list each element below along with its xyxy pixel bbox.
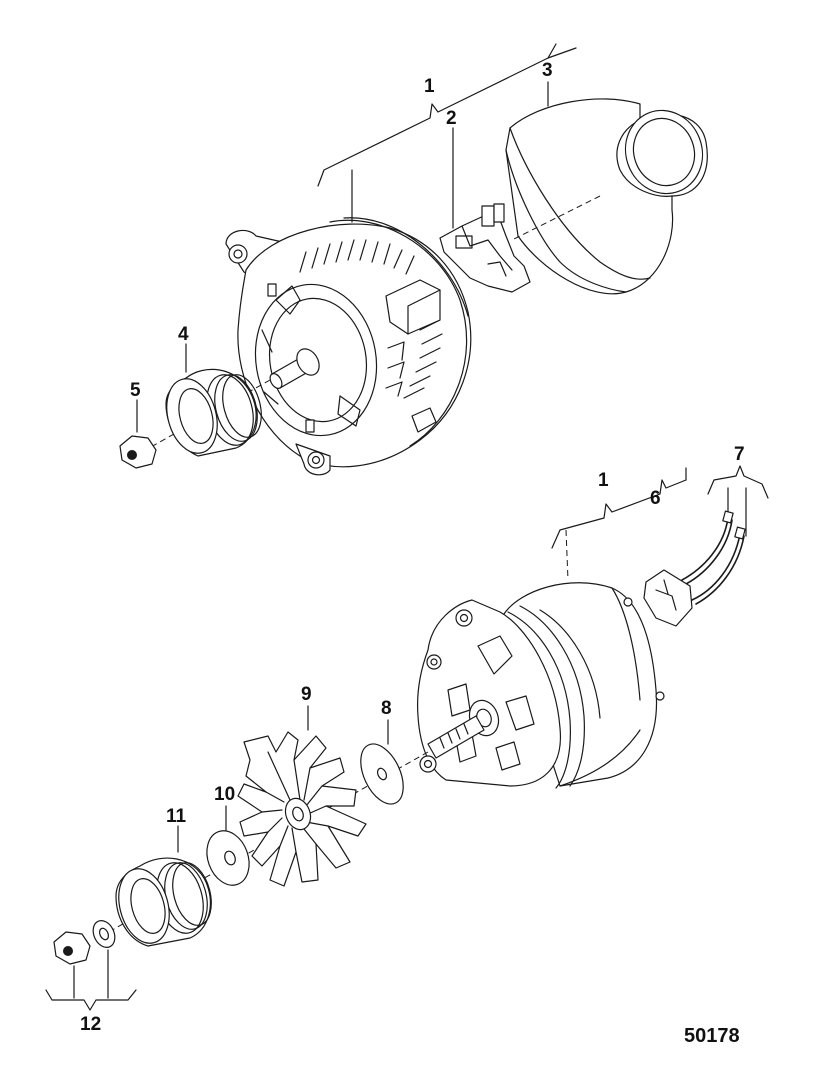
- figure-number: 50178: [684, 1025, 740, 1047]
- callout-3: 3: [542, 60, 553, 81]
- cooling-fan: [237, 731, 367, 887]
- callout-labels: 1 2 3 4 5 1 6 7 8 9 10 11 12 50178: [80, 60, 745, 1047]
- callout-1-lower: 1: [598, 470, 609, 491]
- lower-assembly-bracket: [551, 467, 687, 581]
- callout-1-upper: 1: [424, 76, 435, 97]
- wire-harness-bracket: [707, 465, 769, 537]
- callout-12: 12: [80, 1014, 101, 1035]
- callout-11: 11: [166, 806, 187, 827]
- alternator-lower: [417, 582, 665, 789]
- hardware-bracket: [45, 949, 137, 1011]
- washer-part-8: [360, 743, 404, 805]
- callout-9: 9: [301, 684, 312, 705]
- upper-leader-lines: [136, 81, 549, 433]
- voltage-regulator: [439, 203, 531, 293]
- nut-upper: [119, 435, 157, 469]
- callout-5: 5: [130, 380, 141, 401]
- spacer-part-10: [206, 830, 250, 886]
- callout-4: 4: [178, 324, 189, 345]
- pulley-lower: [115, 857, 212, 947]
- nut-lower: [53, 931, 91, 965]
- callout-2: 2: [446, 108, 457, 129]
- wire-harness: [643, 510, 746, 627]
- upper-assembly-bracket: [317, 43, 577, 223]
- callout-6: 6: [650, 488, 661, 509]
- lock-washer: [92, 920, 116, 948]
- pulley-upper: [165, 368, 262, 457]
- callout-8: 8: [381, 698, 392, 719]
- rear-cover: [505, 98, 708, 295]
- alternator-upper: [225, 217, 472, 476]
- callout-10: 10: [214, 784, 235, 805]
- callout-7: 7: [734, 444, 745, 465]
- lower-leader-lines: [177, 705, 389, 853]
